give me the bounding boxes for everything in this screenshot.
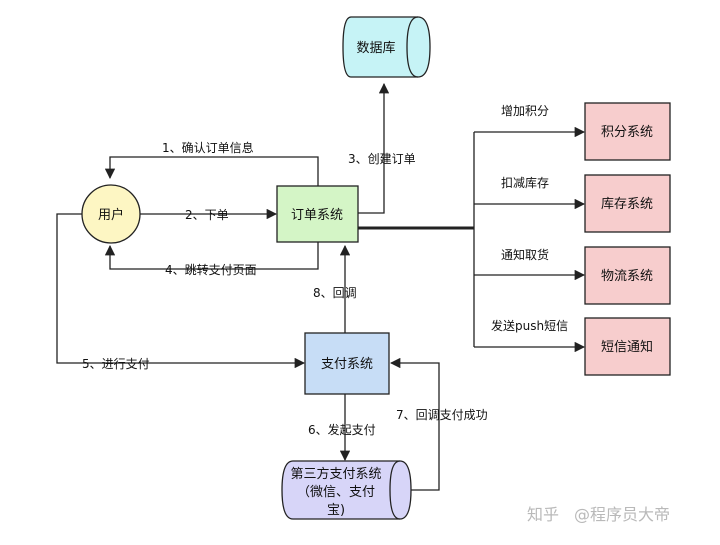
- label-add-points: 增加积分: [501, 104, 549, 118]
- user-node: 用户: [81, 184, 141, 244]
- logistics-system-node: 物流系统: [584, 246, 671, 305]
- label-deduct-stock: 扣减库存: [501, 175, 549, 190]
- label-send-push: 发送push短信: [491, 318, 568, 333]
- edge-redirect-pay: [104, 242, 319, 270]
- order-system-node: 订单系统: [276, 185, 359, 243]
- label-create-order: 3、创建订单: [348, 152, 416, 166]
- database-label: 数据库: [356, 40, 395, 56]
- watermark-platform: 知乎: [527, 505, 559, 524]
- logistics-system-label: 物流系统: [601, 269, 653, 284]
- label-redirect-pay: 4、跳转支付页面: [165, 262, 257, 277]
- third-party-label-line2: （微信、支付: [297, 485, 375, 500]
- third-party-node: 第三方支付系统 （微信、支付 宝): [281, 460, 412, 520]
- edge-create-order: [358, 82, 390, 214]
- inventory-system-label: 库存系统: [601, 196, 653, 212]
- points-system-label: 积分系统: [601, 125, 653, 140]
- label-notify-pickup: 通知取货: [501, 247, 549, 262]
- connectors: [56, 82, 586, 491]
- edge-confirm-order: [104, 156, 319, 187]
- label-callback: 8、回调: [313, 286, 357, 300]
- third-party-label-line1: 第三方支付系统: [290, 466, 381, 482]
- order-system-label: 订单系统: [291, 208, 343, 223]
- label-place-order: 2、下单: [185, 208, 229, 222]
- sms-notify-label: 短信通知: [601, 339, 653, 355]
- label-confirm-order: 1、确认订单信息: [162, 140, 254, 155]
- third-party-label-line3: 宝): [327, 503, 345, 518]
- points-system-node: 积分系统: [584, 102, 671, 161]
- edge-do-pay: [56, 213, 306, 369]
- sms-notify-node: 短信通知: [584, 317, 671, 376]
- edge-callback-success: [389, 357, 440, 491]
- user-label: 用户: [98, 207, 124, 223]
- inventory-system-node: 库存系统: [584, 174, 671, 233]
- label-initiate-pay: 6、发起支付: [308, 422, 376, 437]
- label-callback-success: 7、回调支付成功: [396, 408, 488, 422]
- database-node: 数据库: [342, 16, 431, 78]
- label-do-pay: 5、进行支付: [82, 357, 150, 371]
- payment-system-node: 支付系统: [304, 332, 390, 395]
- watermark-author: @程序员大帝: [574, 505, 670, 524]
- payment-system-label: 支付系统: [321, 357, 373, 372]
